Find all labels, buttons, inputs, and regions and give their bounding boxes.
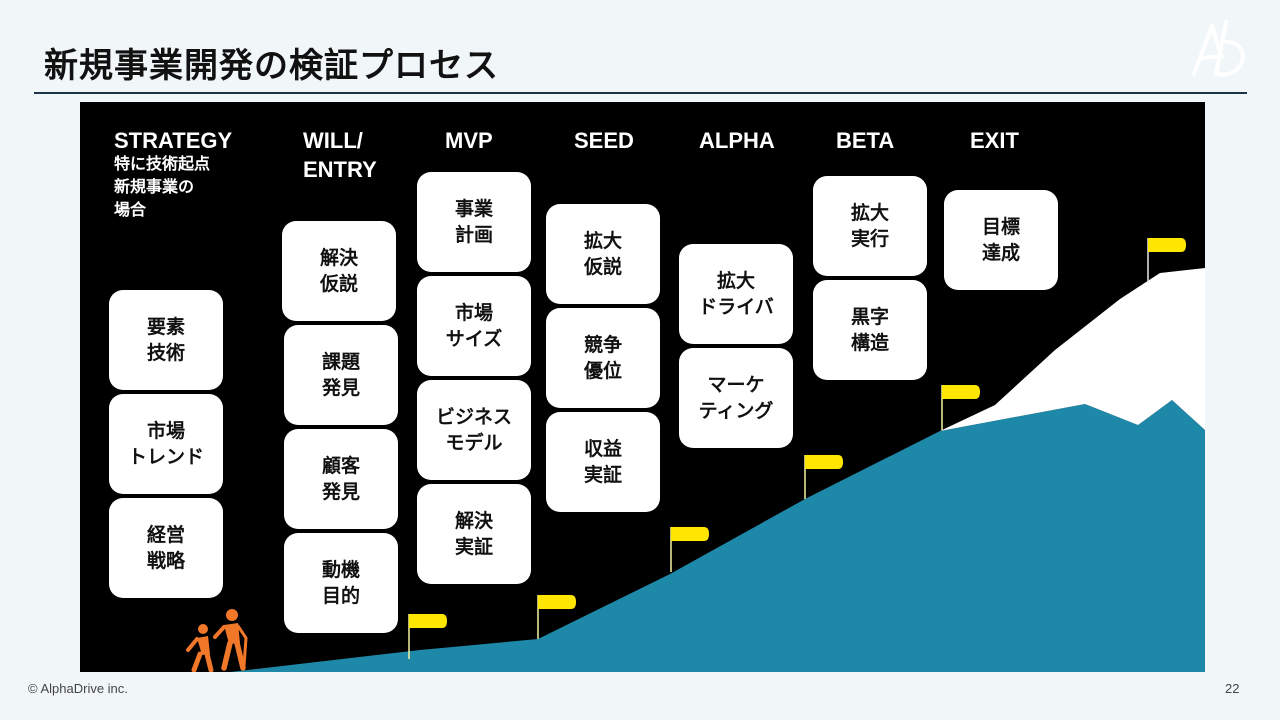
flag-icon: [537, 595, 576, 639]
stage-label-alpha: ALPHA: [699, 128, 775, 153]
flag-icon: [804, 455, 843, 499]
mountain-graphic: [186, 238, 1205, 672]
stage-label-will-entry: WILL/ ENTRY: [303, 128, 377, 182]
flag-icon: [408, 614, 447, 659]
card-mvp-4: 解決 実証: [417, 484, 531, 584]
card-mvp-2: 市場 サイズ: [417, 276, 531, 376]
card-alpha-1: 拡大 ドライバ: [679, 244, 793, 344]
snow-cap: [940, 268, 1205, 431]
stage-label-seed: SEED: [574, 128, 634, 153]
stage-label-beta: BETA: [836, 128, 895, 153]
card-seed-3: 収益 実証: [546, 412, 660, 512]
copyright-footer: © AlphaDrive inc.: [28, 681, 128, 696]
card-seed-1: 拡大 仮説: [546, 204, 660, 304]
card-strategy-1: 要素 技術: [109, 290, 223, 390]
card-will-entry-1: 解決 仮説: [282, 221, 396, 321]
stage-subtitle-strategy: 特に技術起点 新規事業の 場合: [114, 154, 211, 219]
page-number: 22: [1225, 681, 1240, 696]
card-exit-1: 目標 達成: [944, 190, 1058, 290]
card-alpha-2: マーケ ティング: [679, 348, 793, 448]
card-mvp-1: 事業 計画: [417, 172, 531, 272]
stage-label-strategy: STRATEGY: [114, 128, 233, 153]
slide-title: 新規事業開発の検証プロセス: [44, 46, 499, 86]
card-will-entry-4: 動機 目的: [284, 533, 398, 633]
alphadrive-logo-icon: [1192, 20, 1245, 77]
stage-label-exit: EXIT: [970, 128, 1019, 153]
card-will-entry-3: 顧客 発見: [284, 429, 398, 529]
flag-icon: [1147, 238, 1186, 283]
title-divider: [34, 92, 1247, 94]
hikers-icon: [186, 609, 248, 672]
card-beta-1: 拡大 実行: [813, 176, 927, 276]
card-mvp-3: ビジネス モデル: [417, 380, 531, 480]
card-strategy-2: 市場 トレンド: [109, 394, 223, 494]
process-panel: STRATEGY 特に技術起点 新規事業の 場合 要素 技術 市場 トレンド 経…: [80, 102, 1205, 672]
card-will-entry-2: 課題 発見: [284, 325, 398, 425]
flag-icon: [670, 527, 709, 572]
card-beta-2: 黒字 構造: [813, 280, 927, 380]
mountain-slope: [230, 400, 1205, 672]
card-strategy-3: 経営 戦略: [109, 498, 223, 598]
flag-icon: [941, 385, 980, 430]
card-seed-2: 競争 優位: [546, 308, 660, 408]
stage-label-mvp: MVP: [445, 128, 493, 153]
